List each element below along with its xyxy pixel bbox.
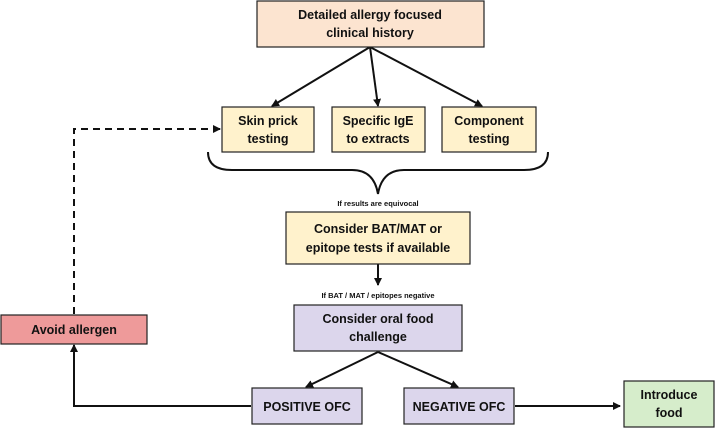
skin-prick-line-2: testing <box>248 132 289 146</box>
history-box: Detailed allergy focused clinical histor… <box>256 0 485 48</box>
equivocal-label: If results are equivocal <box>337 199 418 208</box>
positive-ofc-label: POSITIVE OFC <box>263 400 351 414</box>
ofc-line-2: challenge <box>349 330 407 344</box>
component-box: Component testing <box>441 106 537 153</box>
arrow-ofc-to-positive <box>305 351 379 388</box>
arrow-ofc-to-negative <box>377 351 459 388</box>
arrow-positive-to-avoid <box>70 344 251 407</box>
arrow-history-to-skin-prick <box>271 46 371 107</box>
positive-ofc-box: POSITIVE OFC <box>251 387 363 425</box>
history-line-1: Detailed allergy focused <box>298 8 442 22</box>
arrow-history-to-component <box>369 46 483 107</box>
introduce-food-box: Introduce food <box>623 380 715 428</box>
component-line-1: Component <box>454 114 524 128</box>
negative-ofc-box: NEGATIVE OFC <box>403 387 515 425</box>
skin-prick-box: Skin prick testing <box>221 106 315 153</box>
bat-mat-box: Consider BAT/MAT or epitope tests if ava… <box>285 211 471 265</box>
negative-ofc-label: NEGATIVE OFC <box>413 400 506 414</box>
avoid-allergen-label: Avoid allergen <box>31 323 117 337</box>
skin-prick-line-1: Skin prick <box>238 114 298 128</box>
component-line-2: testing <box>469 132 510 146</box>
specific-ige-line-2: to extracts <box>346 132 409 146</box>
specific-ige-line-1: Specific IgE <box>343 114 414 128</box>
avoid-allergen-box: Avoid allergen <box>0 314 148 345</box>
ofc-box: Consider oral food challenge <box>293 304 463 352</box>
bat-mat-line-1: Consider BAT/MAT or <box>314 222 442 236</box>
ofc-line-1: Consider oral food <box>322 312 433 326</box>
connectors <box>70 46 621 410</box>
bat-mat-line-2: epitope tests if available <box>306 241 451 255</box>
grouping-brace <box>207 151 549 195</box>
arrow-history-to-specific-ige <box>369 46 382 107</box>
bat-negative-label: If BAT / MAT / epitopes negative <box>321 291 434 300</box>
dashed-arrow-avoid-to-skin-prick <box>73 125 221 314</box>
introduce-food-line-2: food <box>655 406 682 420</box>
history-line-2: clinical history <box>326 26 414 40</box>
introduce-food-line-1: Introduce <box>641 388 698 402</box>
specific-ige-box: Specific IgE to extracts <box>331 106 426 153</box>
